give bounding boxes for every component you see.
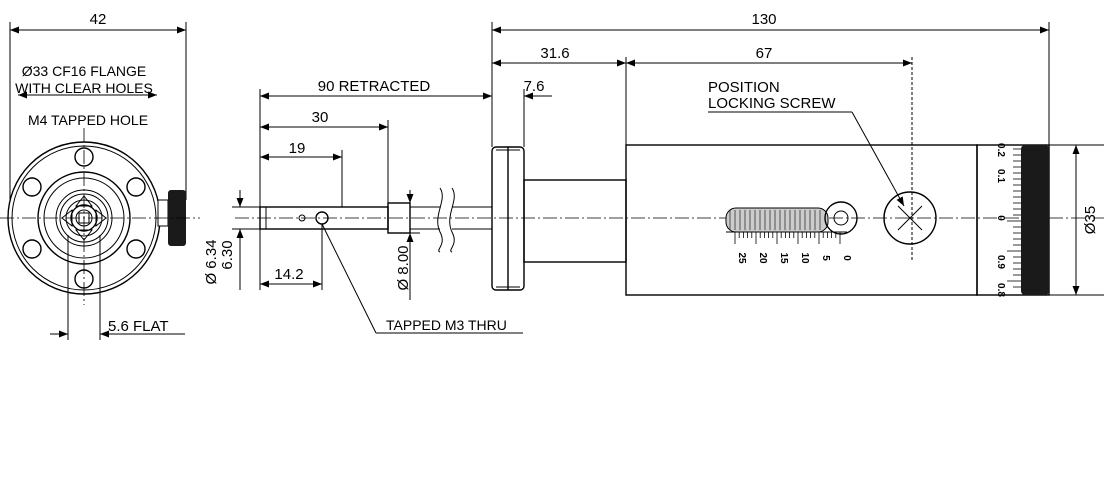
dim-7-6: 7.6: [524, 78, 545, 95]
dim-42: 42: [90, 11, 107, 28]
scale-label: 15: [778, 252, 789, 264]
dim-flat: 5.6 FLAT: [108, 318, 169, 335]
dim-130: 130: [751, 11, 776, 28]
position-note-line2: LOCKING SCREW: [708, 95, 836, 112]
thimble-label: 0.8: [995, 283, 1006, 297]
position-note: POSITION: [708, 79, 780, 96]
thread-window: [725, 207, 829, 233]
dim-19: 19: [289, 140, 306, 157]
thimble-label: 0.2: [995, 143, 1006, 157]
dim-31-6: 31.6: [540, 45, 569, 62]
thimble-label: 0.9: [995, 255, 1006, 269]
dim-dia-6-34: Ø 6.34: [203, 239, 220, 284]
leader-lines: [321, 111, 905, 334]
scale-label: 5: [820, 255, 831, 261]
thimble-label: 0.1: [995, 169, 1006, 183]
micrometer-barrel: 0 5 10 15 20 25: [625, 144, 978, 296]
tapped-hole-note: M4 TAPPED HOLE: [28, 112, 148, 128]
thimble: 0.2 0.1 0 0.9 0.8: [976, 143, 1050, 297]
scale-label: 20: [757, 252, 768, 264]
flange-note-line2: WITH CLEAR HOLES: [15, 80, 153, 96]
scale-label: 25: [736, 252, 747, 264]
flange-note: Ø33 CF16 FLANGE: [22, 63, 147, 79]
tapped-m3-note: TAPPED M3 THRU: [386, 317, 507, 333]
dim-dia-35: Ø35: [1082, 206, 1099, 234]
actuator-side-view: 0 5 10 15 20 25 0.2 0.1 0 0.9 0.8: [235, 143, 1104, 297]
dim-dia-6-30: 6.30: [219, 240, 236, 269]
flange-end-view: [0, 22, 200, 340]
flange-bolt-hole-icon: [22, 147, 146, 289]
dimension-lines: [232, 22, 1104, 300]
scale-label: 0: [841, 255, 852, 261]
probe-tip: [259, 187, 492, 253]
locking-screw-icon: [883, 191, 937, 245]
dim-retracted: 90 RETRACTED: [318, 78, 431, 95]
scale-label: 10: [799, 252, 810, 264]
dim-dia-8-00: Ø 8.00: [395, 245, 412, 290]
dim-14-2: 14.2: [274, 266, 303, 283]
body-neck: [523, 179, 627, 263]
thimble-label: 0: [995, 215, 1006, 221]
dim-67: 67: [756, 45, 773, 62]
cf16-flange: [491, 146, 525, 291]
dim-30: 30: [312, 109, 329, 126]
